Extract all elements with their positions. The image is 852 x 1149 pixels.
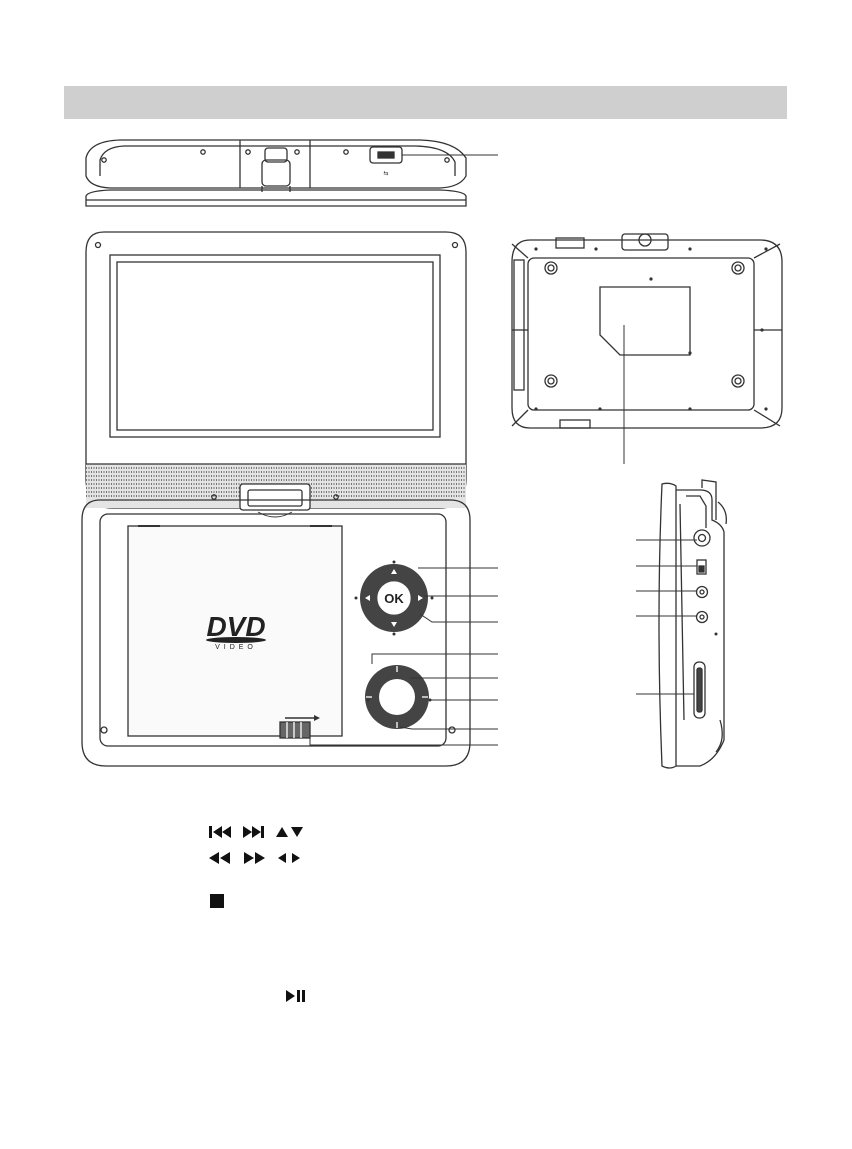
side-view xyxy=(636,479,727,769)
up-down-arrows-icon xyxy=(274,824,304,840)
play-control-wheel xyxy=(365,665,432,729)
next-track-icon xyxy=(240,824,268,840)
disc-lid xyxy=(127,525,343,737)
headphone-jack xyxy=(695,610,709,624)
front-view-screen xyxy=(85,231,467,518)
prev-track-icon xyxy=(206,824,234,840)
fast-rewind-icon xyxy=(206,850,234,866)
legend-row-search-leftright xyxy=(206,850,304,866)
battery-compartment xyxy=(599,286,691,356)
fast-forward-icon xyxy=(240,850,268,866)
power-switch xyxy=(696,559,707,575)
av-out-jack xyxy=(695,585,709,599)
section-header-bar xyxy=(64,86,787,119)
legend-row-skip-updown xyxy=(206,824,304,840)
navigation-pad: OK xyxy=(354,560,434,636)
ok-button: OK xyxy=(384,591,404,606)
play-pause-icon xyxy=(284,988,310,1004)
svg-text:DVD: DVD xyxy=(206,611,265,642)
top-view: ⇆ xyxy=(85,139,498,207)
svg-text:⇆: ⇆ xyxy=(383,170,388,177)
front-view-base: DVD VIDEO OK xyxy=(81,499,498,767)
volume-dial xyxy=(693,661,706,719)
legend-row-play-pause xyxy=(284,988,310,1004)
left-right-arrows-icon xyxy=(274,850,304,866)
dvd-logo: DVD VIDEO xyxy=(206,611,266,651)
lcd-screen xyxy=(109,254,441,438)
back-view xyxy=(511,233,783,464)
svg-text:VIDEO: VIDEO xyxy=(215,644,257,651)
dc-in-jack xyxy=(693,529,711,547)
stop-icon xyxy=(209,893,227,909)
open-latch xyxy=(279,721,311,739)
legend-row-stop xyxy=(209,893,227,909)
